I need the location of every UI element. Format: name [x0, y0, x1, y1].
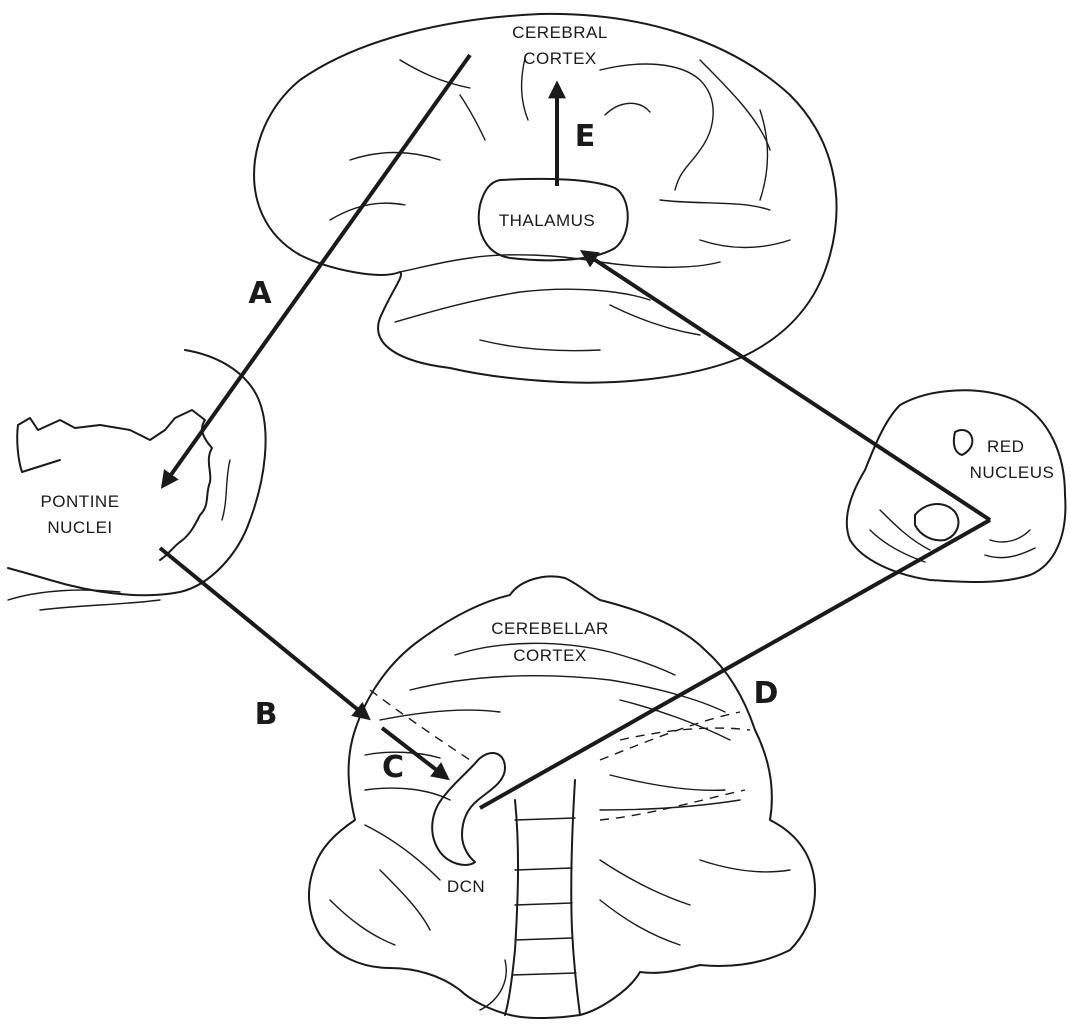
label-cerebral-cortex-line2: CORTEX [523, 49, 597, 68]
dcn-outline [432, 753, 505, 865]
pathway-d-to-thalamus-arrow [583, 252, 990, 520]
pathway-label-e: E [575, 119, 596, 154]
label-red-nucleus-line2: NUCLEUS [970, 463, 1055, 482]
pathway-label-d: D [754, 676, 779, 711]
label-cerebellar-cortex-line1: CEREBELLAR [491, 619, 608, 638]
midbrain-outline [847, 390, 1066, 582]
pons-outline [8, 350, 266, 610]
pathway-label-c: C [382, 750, 404, 785]
label-pontine-nuclei-line2: NUCLEI [47, 518, 112, 537]
label-cerebellar-cortex-line2: CORTEX [513, 646, 587, 665]
pathway-b-arrow [160, 548, 368, 718]
cerebrum-outline [254, 14, 836, 383]
label-cerebral-cortex-line1: CEREBRAL [512, 23, 608, 42]
label-dcn: DCN [447, 877, 485, 896]
pathway-label-b: B [255, 697, 278, 732]
label-red-nucleus-line1: RED [987, 437, 1024, 456]
pathway-a-arrow [163, 55, 470, 486]
label-pontine-nuclei-line1: PONTINE [40, 492, 119, 511]
pathway-label-a: A [248, 276, 272, 311]
label-thalamus: THALAMUS [499, 211, 596, 230]
cerebellum-outline [309, 576, 815, 1018]
